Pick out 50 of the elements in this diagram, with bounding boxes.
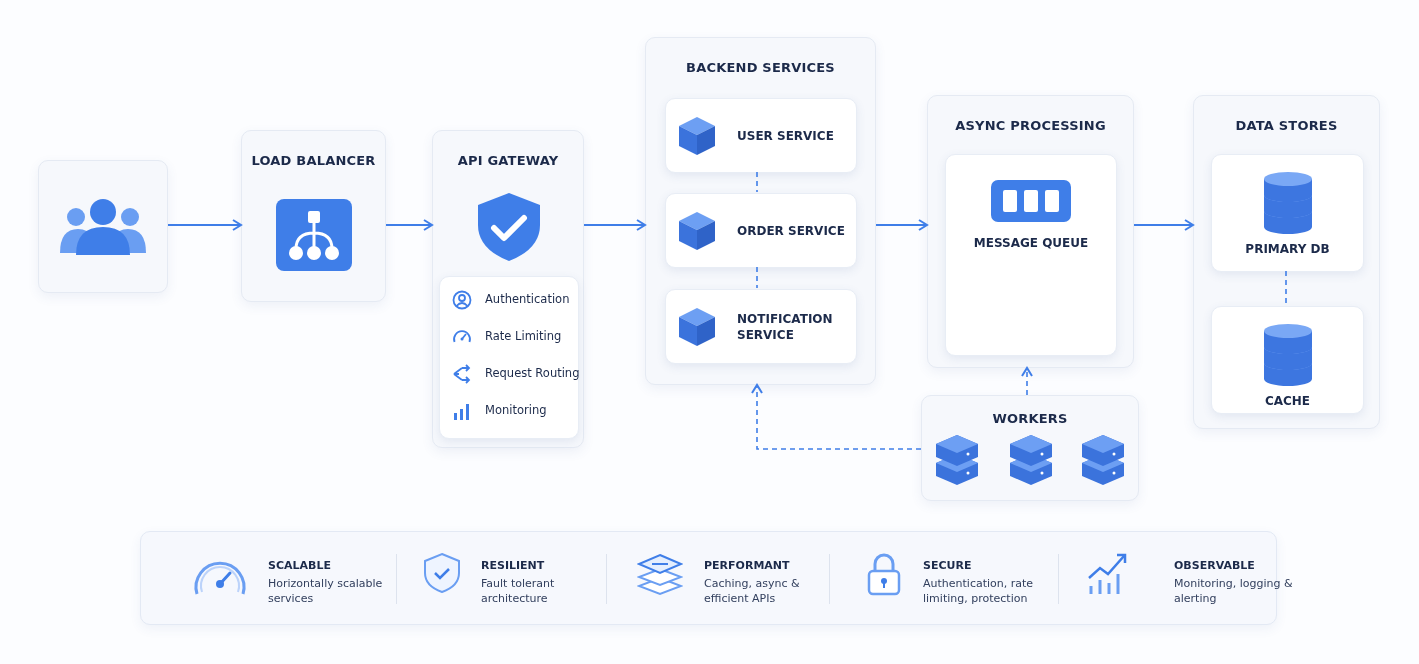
service-card xyxy=(665,98,857,173)
service-label: USER SERVICE xyxy=(737,127,835,144)
feature-description: Authentication, rate limiting, protection xyxy=(923,576,1035,606)
service-label: NOTIFICATION SERVICE xyxy=(737,310,834,343)
arrow xyxy=(1133,219,1194,231)
connector-line xyxy=(1285,270,1287,306)
group-panel xyxy=(241,130,386,302)
group-panel xyxy=(432,130,584,448)
component-label: MESSAGE QUEUE xyxy=(972,235,1090,251)
feature-title: OBSERVABLE xyxy=(1174,559,1255,572)
feature-label: Request Routing xyxy=(485,366,580,380)
component-card xyxy=(945,154,1117,356)
service-card xyxy=(665,193,857,268)
component-card xyxy=(1211,154,1364,272)
group-title: BACKEND SERVICES xyxy=(685,60,836,75)
group-title: DATA STORES xyxy=(1234,118,1339,133)
feature-title: SCALABLE xyxy=(268,559,331,572)
feature-label: Authentication xyxy=(485,292,570,306)
service-label: ORDER SERVICE xyxy=(737,222,846,239)
group-panel xyxy=(645,37,876,385)
service-card xyxy=(665,289,857,364)
group-panel xyxy=(927,95,1134,368)
connector-line xyxy=(756,266,758,289)
group-title: ASYNC PROCESSING xyxy=(954,118,1107,133)
feature-description: Horizontally scalable services xyxy=(268,576,384,606)
group-title: WORKERS xyxy=(991,411,1069,426)
connector-line xyxy=(756,171,758,193)
arrow xyxy=(875,219,928,231)
feature-description: Monitoring, logging & alerting xyxy=(1174,576,1294,606)
feature-description: Fault tolerant architecture xyxy=(481,576,556,606)
feature-title: PERFORMANT xyxy=(704,559,790,572)
arrow xyxy=(167,219,242,231)
arrow xyxy=(751,384,922,450)
arrow xyxy=(385,219,433,231)
group-title: LOAD BALANCER xyxy=(250,153,377,168)
feature-description: Caching, async & efficient APIs xyxy=(704,576,801,606)
group-panel xyxy=(921,395,1139,501)
arrow xyxy=(1021,367,1033,396)
feature-label: Monitoring xyxy=(485,403,547,417)
group-title: API GATEWAY xyxy=(456,153,560,168)
component-label: CACHE xyxy=(1263,393,1312,409)
component-label: PRIMARY DB xyxy=(1244,241,1331,257)
component-card xyxy=(1211,306,1364,414)
arrow xyxy=(583,219,646,231)
feature-title: SECURE xyxy=(923,559,972,572)
group-panel xyxy=(1193,95,1380,429)
feature-list-panel xyxy=(439,276,579,439)
user-card xyxy=(38,160,168,293)
feature-label: Rate Limiting xyxy=(485,329,562,343)
feature-title: RESILIENT xyxy=(481,559,545,572)
